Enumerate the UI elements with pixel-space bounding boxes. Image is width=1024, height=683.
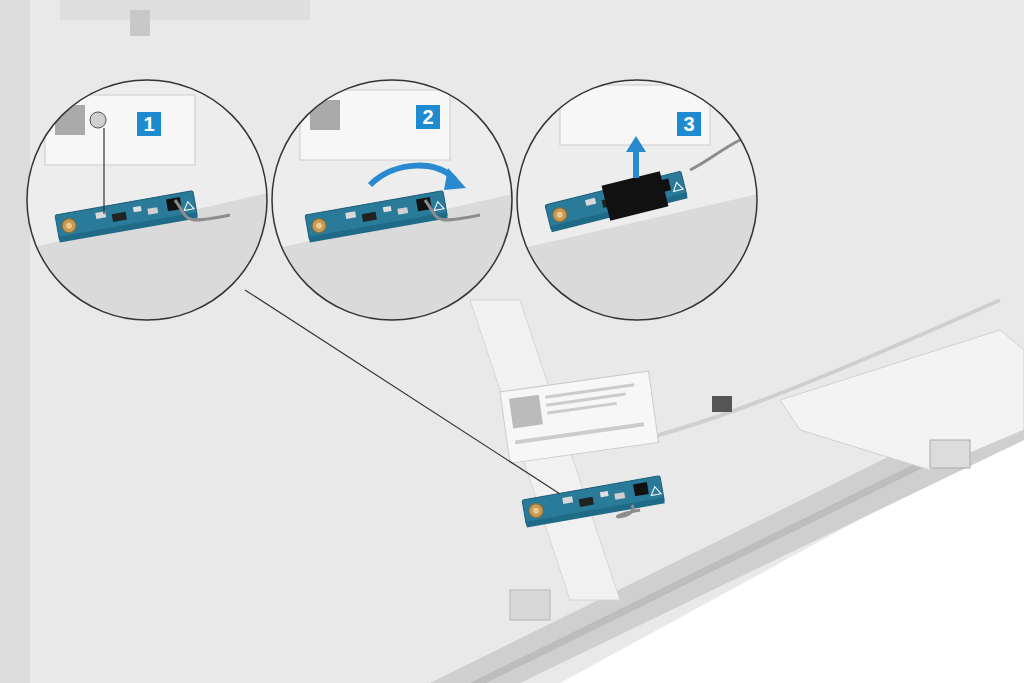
callout-number: 1 bbox=[137, 112, 161, 136]
callout-number: 3 bbox=[677, 112, 701, 136]
callout-number: 2 bbox=[416, 105, 440, 129]
